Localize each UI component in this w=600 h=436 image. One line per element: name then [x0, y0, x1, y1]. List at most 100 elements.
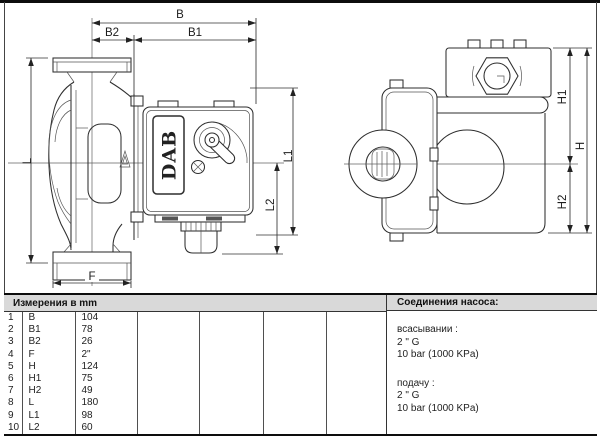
row-number: 4	[4, 348, 23, 361]
empty-cell	[326, 324, 386, 336]
dimensions-table-title: Измерения в mm	[4, 295, 387, 312]
empty-cell	[199, 336, 264, 349]
delivery-label: подачу :	[397, 377, 435, 389]
vent-plug	[472, 57, 522, 95]
delivery-block: подачу : 2 " G 10 bar (1000 KPa)	[397, 378, 597, 416]
flow-direction-arrow	[119, 149, 131, 168]
delivery-size: 2 " G	[397, 390, 420, 401]
empty-cell	[326, 410, 386, 422]
dim-value: 180	[75, 397, 138, 410]
row-number: 9	[4, 409, 23, 422]
dim-name: B	[22, 311, 76, 325]
empty-cell	[199, 385, 264, 398]
empty-cell	[199, 409, 264, 422]
empty-cell	[326, 422, 386, 434]
dim-label-B: B	[176, 9, 184, 21]
row-number: 7	[4, 385, 23, 398]
suction-block: всасывании : 2 " G 10 bar (1000 KPa)	[397, 324, 597, 362]
dimension-F: F	[52, 271, 132, 288]
top-flange	[52, 57, 132, 83]
dim-label-B1: B1	[188, 27, 202, 39]
speed-selector-knob	[190, 121, 248, 175]
front-pump-body	[429, 113, 546, 234]
empty-cell	[137, 372, 200, 386]
empty-cell	[199, 372, 264, 386]
cable-gland	[180, 221, 222, 254]
front-view	[344, 39, 578, 242]
empty-cell	[199, 421, 264, 434]
empty-cell	[263, 397, 327, 410]
empty-cell	[137, 360, 200, 373]
dim-value: 78	[75, 324, 138, 337]
empty-cell	[263, 324, 327, 337]
delivery-pressure: 10 bar (1000 KPa)	[397, 402, 479, 414]
empty-cell	[137, 421, 200, 434]
dim-name: L	[22, 397, 76, 410]
page-border-right	[596, 2, 597, 434]
connections-body: всасывании : 2 " G 10 bar (1000 KPa) под…	[387, 311, 597, 415]
row-number: 6	[4, 372, 23, 386]
dim-value: 124	[75, 360, 138, 373]
housing-band	[433, 96, 549, 114]
dim-name: L1	[22, 409, 76, 422]
dimensions-table-header: Измерения в mm	[4, 295, 387, 312]
dimension-H1-H2: H1 H2	[548, 47, 592, 234]
empty-cell	[137, 409, 200, 422]
page-border-left	[4, 2, 5, 434]
dim-value: 2"	[75, 348, 138, 361]
empty-cell	[199, 348, 264, 361]
dim-label-H: H	[575, 142, 587, 150]
suction-size: 2 " G	[397, 336, 420, 348]
dim-name: H1	[22, 372, 76, 386]
empty-cell	[199, 397, 264, 410]
empty-cell	[137, 324, 200, 337]
dim-value: 75	[75, 372, 138, 386]
dim-name: F	[22, 348, 76, 361]
empty-cell	[199, 360, 264, 373]
dimension-L1: L1	[250, 87, 298, 236]
empty-cell	[263, 311, 327, 325]
dim-name: B2	[22, 336, 76, 349]
dim-label-B2: B2	[105, 27, 119, 39]
empty-cell	[263, 348, 327, 361]
row-number: 8	[4, 397, 23, 410]
empty-cell	[326, 361, 386, 373]
suction-label: всасывании :	[397, 324, 458, 335]
empty-cell	[326, 349, 386, 361]
dim-label-L1: L1	[283, 150, 295, 163]
dimension-B: B	[92, 9, 257, 104]
empty-cell	[137, 348, 200, 361]
dimension-B2-B1: B2 B1	[92, 27, 256, 108]
dim-name: L2	[22, 421, 76, 434]
suction-pressure: 10 bar (1000 KPa)	[397, 349, 479, 360]
empty-cell	[137, 397, 200, 410]
page-border-top	[0, 0, 600, 3]
empty-cell	[263, 409, 327, 422]
row-number: 5	[4, 360, 23, 373]
empty-cell	[263, 336, 327, 349]
row-number: 3	[4, 336, 23, 349]
dim-name: H	[22, 360, 76, 373]
empty-cell	[137, 336, 200, 349]
dimension-L: L	[22, 57, 48, 264]
empty-cell	[326, 397, 386, 409]
empty-cell	[263, 372, 327, 386]
dim-label-L2: L2	[265, 199, 277, 212]
empty-cell	[137, 311, 200, 325]
row-number: 10	[4, 421, 23, 434]
empty-cell	[326, 312, 386, 325]
dim-value: 60	[75, 421, 138, 434]
empty-cell	[199, 311, 264, 325]
empty-cell	[326, 336, 386, 348]
empty-cell	[263, 421, 327, 434]
motor-flange	[130, 94, 144, 240]
